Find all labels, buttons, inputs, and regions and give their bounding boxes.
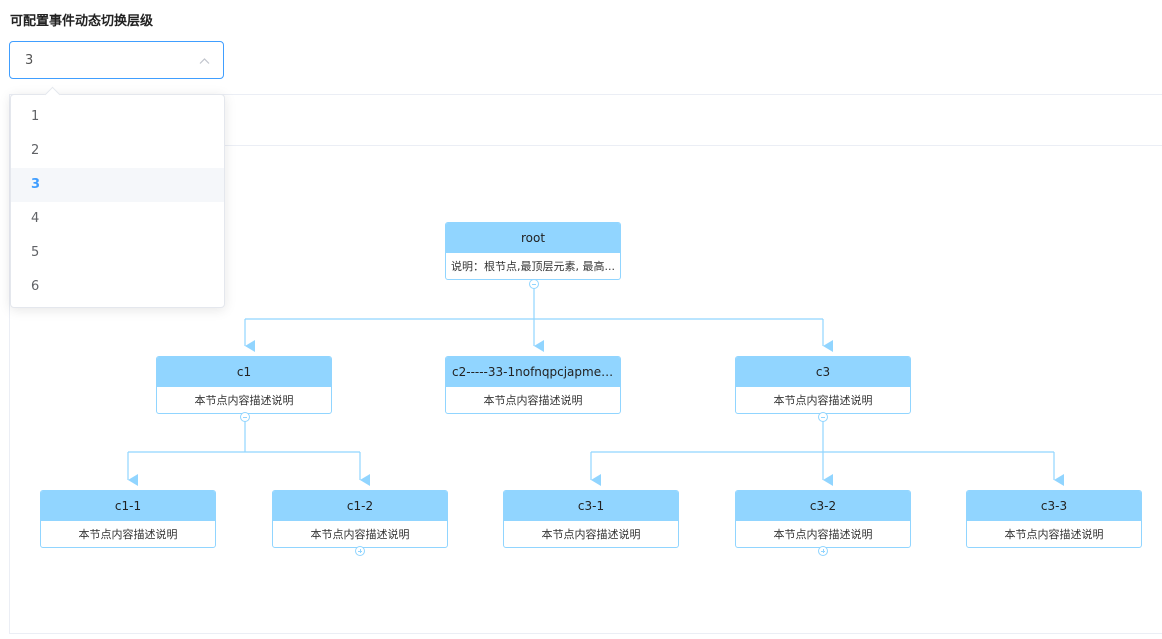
collapse-icon[interactable]: [240, 412, 250, 422]
expand-icon[interactable]: [355, 546, 365, 556]
node-title: c3: [736, 357, 910, 387]
node-desc: 本节点内容描述说明: [483, 394, 583, 407]
node-title: c1-1: [41, 491, 215, 521]
tree-node-c2[interactable]: c2-----33-1nofnqpcjapme2... 本节点内容描述说明: [445, 356, 621, 414]
node-title: c2-----33-1nofnqpcjapme2...: [446, 357, 620, 387]
page-title: 可配置事件动态切换层级: [10, 14, 154, 29]
select-option[interactable]: 1: [31, 109, 40, 124]
node-title: root: [446, 223, 620, 253]
tree-node-c3-3[interactable]: c3-3 本节点内容描述说明: [966, 490, 1142, 548]
collapse-icon[interactable]: [818, 412, 828, 422]
select-option[interactable]: 6: [31, 279, 40, 294]
tree-node-c3-2[interactable]: c3-2 本节点内容描述说明: [735, 490, 911, 548]
chevron-up-icon: [199, 58, 210, 64]
tree-node-c1[interactable]: c1 本节点内容描述说明: [156, 356, 332, 414]
tree-node-c1-1[interactable]: c1-1 本节点内容描述说明: [40, 490, 216, 548]
node-desc: 本节点内容描述说明: [1004, 528, 1104, 541]
node-title: c3-1: [504, 491, 678, 521]
expand-icon[interactable]: [818, 546, 828, 556]
level-select[interactable]: 3: [9, 41, 224, 79]
node-desc: 本节点内容描述说明: [773, 528, 873, 541]
node-desc: 本节点内容描述说明: [310, 528, 410, 541]
collapse-icon[interactable]: [529, 279, 539, 289]
select-value: 3: [25, 53, 34, 68]
node-title: c3-3: [967, 491, 1141, 521]
select-option[interactable]: 5: [31, 245, 40, 260]
node-title: c1-2: [273, 491, 447, 521]
node-title: c3-2: [736, 491, 910, 521]
select-option-selected[interactable]: 3: [11, 168, 224, 202]
node-desc: 本节点内容描述说明: [541, 528, 641, 541]
tree-node-c1-2[interactable]: c1-2 本节点内容描述说明: [272, 490, 448, 548]
canvas-divider: [10, 145, 1162, 146]
select-option[interactable]: 2: [31, 143, 40, 158]
tree-node-c3[interactable]: c3 本节点内容描述说明: [735, 356, 911, 414]
node-desc: 本节点内容描述说明: [773, 394, 873, 407]
tree-node-root[interactable]: root 说明：根节点,最顶层元素, 最高...: [445, 222, 621, 280]
node-desc: 本节点内容描述说明: [78, 528, 178, 541]
select-dropdown: 1 2 3 4 5 6: [10, 86, 225, 308]
select-option[interactable]: 4: [31, 211, 40, 226]
node-desc: 本节点内容描述说明: [194, 394, 294, 407]
tree-node-c3-1[interactable]: c3-1 本节点内容描述说明: [503, 490, 679, 548]
node-title: c1: [157, 357, 331, 387]
node-desc: 说明：根节点,最顶层元素, 最高...: [451, 260, 615, 273]
